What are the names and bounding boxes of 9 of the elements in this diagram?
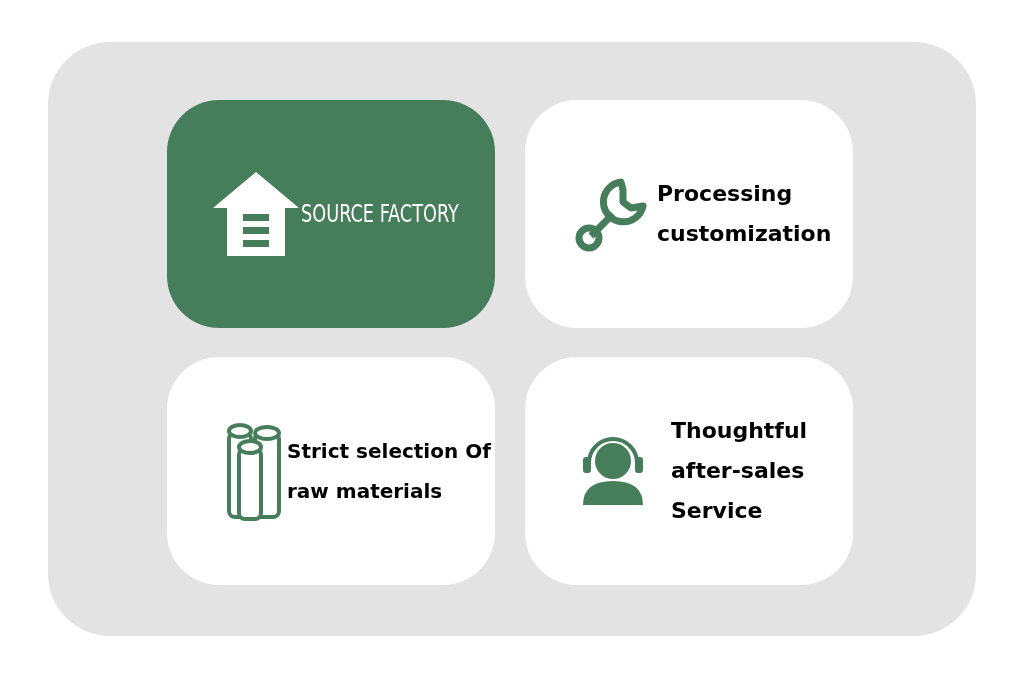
feature-card: [167, 357, 495, 585]
feature-card: [167, 100, 495, 328]
panel-background: [48, 42, 976, 636]
card-heading: SOURCE FACTORY: [301, 199, 457, 230]
card-text: Processing customization: [657, 180, 833, 248]
feature-card: [525, 357, 853, 585]
card-text: Thoughtful after-sales Service: [671, 417, 809, 525]
card-text: Strict selection Of raw materials: [287, 438, 492, 505]
feature-card: [525, 100, 853, 328]
